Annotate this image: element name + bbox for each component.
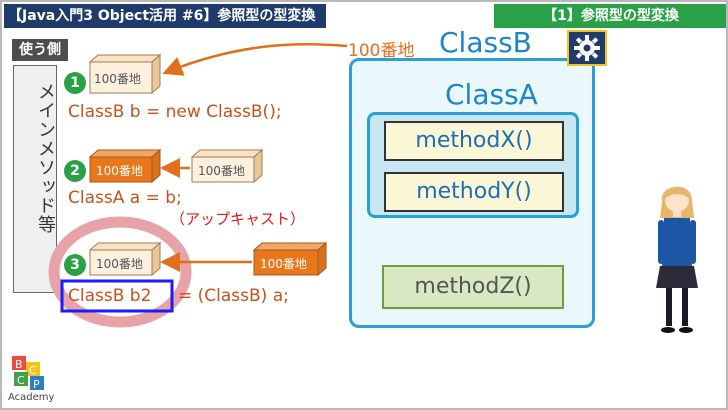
slide-title: 【Java入門3 Object活用 #6】参照型の型変換: [4, 4, 326, 28]
method-z: methodZ(): [382, 265, 564, 309]
academy-logo: B C C P: [12, 356, 44, 391]
step-1-code: ClassB b = new ClassB();: [68, 102, 282, 122]
method-x: methodX(): [384, 121, 564, 161]
step-3-box-label: 100番地: [96, 257, 143, 271]
highlight-circle: [48, 216, 192, 328]
classa-title: ClassA: [445, 78, 538, 111]
academy-logo-text: Academy: [8, 392, 55, 403]
variable-box-b: [88, 53, 162, 95]
variable-box-b2: [88, 241, 162, 277]
step-3-code-var: ClassB b2: [68, 286, 152, 306]
step-2-badge: 2: [64, 160, 86, 182]
classb-title: ClassB: [439, 26, 532, 59]
main-method-column: [13, 65, 57, 293]
step-2-box-label: 100番地: [96, 164, 143, 178]
caller-label: 使う側: [12, 39, 68, 61]
section-title: 【1】参照型の型変換: [494, 4, 726, 28]
svg-text:C: C: [17, 374, 25, 387]
step-1-box-label: 100番地: [94, 72, 141, 86]
step-1-badge: 1: [64, 72, 86, 94]
method-y: methodY(): [384, 172, 564, 212]
step-3-source-label: 100番地: [260, 257, 307, 271]
svg-text:B: B: [15, 358, 23, 371]
student-figure: [656, 186, 698, 333]
upcast-note: （アップキャスト）: [170, 210, 306, 228]
step-3-badge: 3: [64, 254, 86, 276]
source-box-b: [190, 148, 264, 184]
step-2-source-label: 100番地: [198, 164, 245, 178]
arrow-object-to-b: [162, 42, 348, 76]
variable-box-a: [88, 148, 162, 184]
step-3-code-cast: = (ClassB) a;: [178, 286, 289, 306]
classb-b2-highlight: [60, 279, 174, 313]
svg-text:P: P: [33, 378, 40, 391]
main-method-label: メインメソッド等: [35, 82, 56, 234]
source-box-a: [252, 241, 328, 277]
object-address: 100番地: [348, 41, 415, 61]
step-2-code: ClassA a = b;: [68, 188, 182, 208]
gear-icon: [567, 30, 607, 66]
svg-text:C: C: [29, 364, 37, 377]
